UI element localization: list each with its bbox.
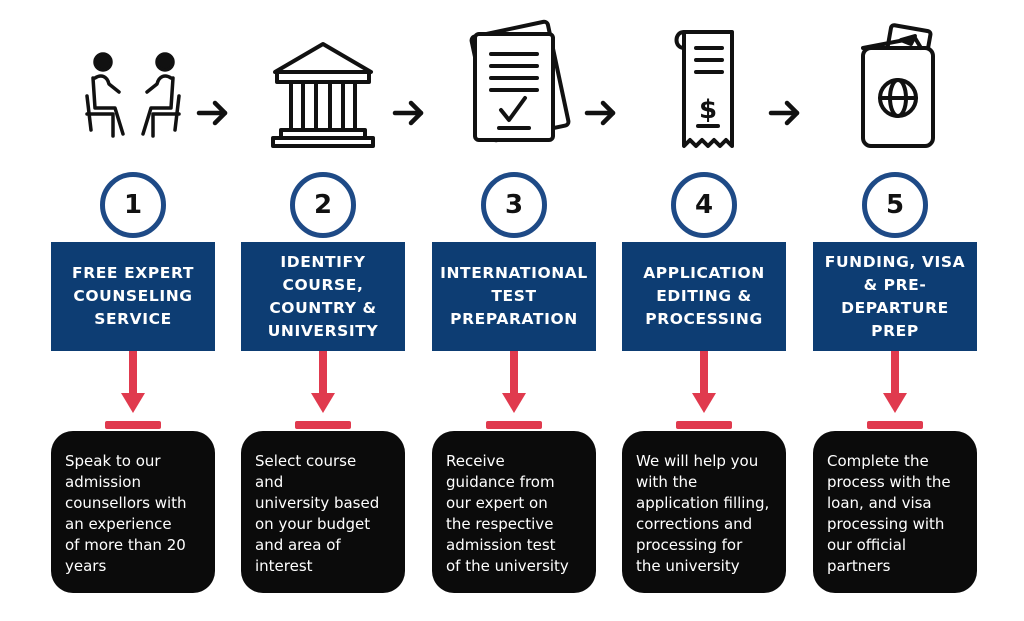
step-description: Speak to our admission counsellors with … (51, 431, 215, 593)
step-number-badge: 2 (290, 172, 356, 238)
step-number-badge: 1 (100, 172, 166, 238)
step-description: Select course and university based on yo… (241, 431, 405, 593)
arrow-right-icon (583, 98, 619, 128)
step-2: 2 IDENTIFY COURSE, COUNTRY & UNIVERSITY … (241, 0, 405, 621)
arrow-right-icon (391, 98, 427, 128)
passport-icon (813, 18, 977, 156)
counseling-icon (51, 18, 215, 156)
step-title: IDENTIFY COURSE, COUNTRY & UNIVERSITY (241, 242, 405, 351)
step-description: Complete the process with the loan, and … (813, 431, 977, 593)
step-5: 5 FUNDING, VISA & PRE- DEPARTURE PREP Co… (813, 0, 977, 621)
step-description: Receive guidance from our expert on the … (432, 431, 596, 593)
connector-arrow-icon (432, 351, 596, 431)
arrow-right-icon (195, 98, 231, 128)
connector-arrow-icon (622, 351, 786, 431)
connector-arrow-icon (813, 351, 977, 431)
university-building-icon (241, 18, 405, 156)
connector-arrow-icon (51, 351, 215, 431)
arrow-right-icon (767, 98, 803, 128)
step-description: We will help you with the application fi… (622, 431, 786, 593)
step-3: 3 INTERNATIONAL TEST PREPARATION Receive… (432, 0, 596, 621)
svg-text:$: $ (699, 95, 717, 125)
step-4: $ 4 APPLICATION EDITING & PROCESSING We … (622, 0, 786, 621)
receipt-scroll-icon: $ (622, 18, 786, 156)
step-title: APPLICATION EDITING & PROCESSING (622, 242, 786, 351)
step-title: INTERNATIONAL TEST PREPARATION (432, 242, 596, 351)
step-number-badge: 4 (671, 172, 737, 238)
step-title: FREE EXPERT COUNSELING SERVICE (51, 242, 215, 351)
connector-arrow-icon (241, 351, 405, 431)
test-document-icon (432, 18, 596, 156)
step-title: FUNDING, VISA & PRE- DEPARTURE PREP (813, 242, 977, 351)
step-1: 1 FREE EXPERT COUNSELING SERVICE Speak t… (51, 0, 215, 621)
step-number-badge: 5 (862, 172, 928, 238)
step-number-badge: 3 (481, 172, 547, 238)
